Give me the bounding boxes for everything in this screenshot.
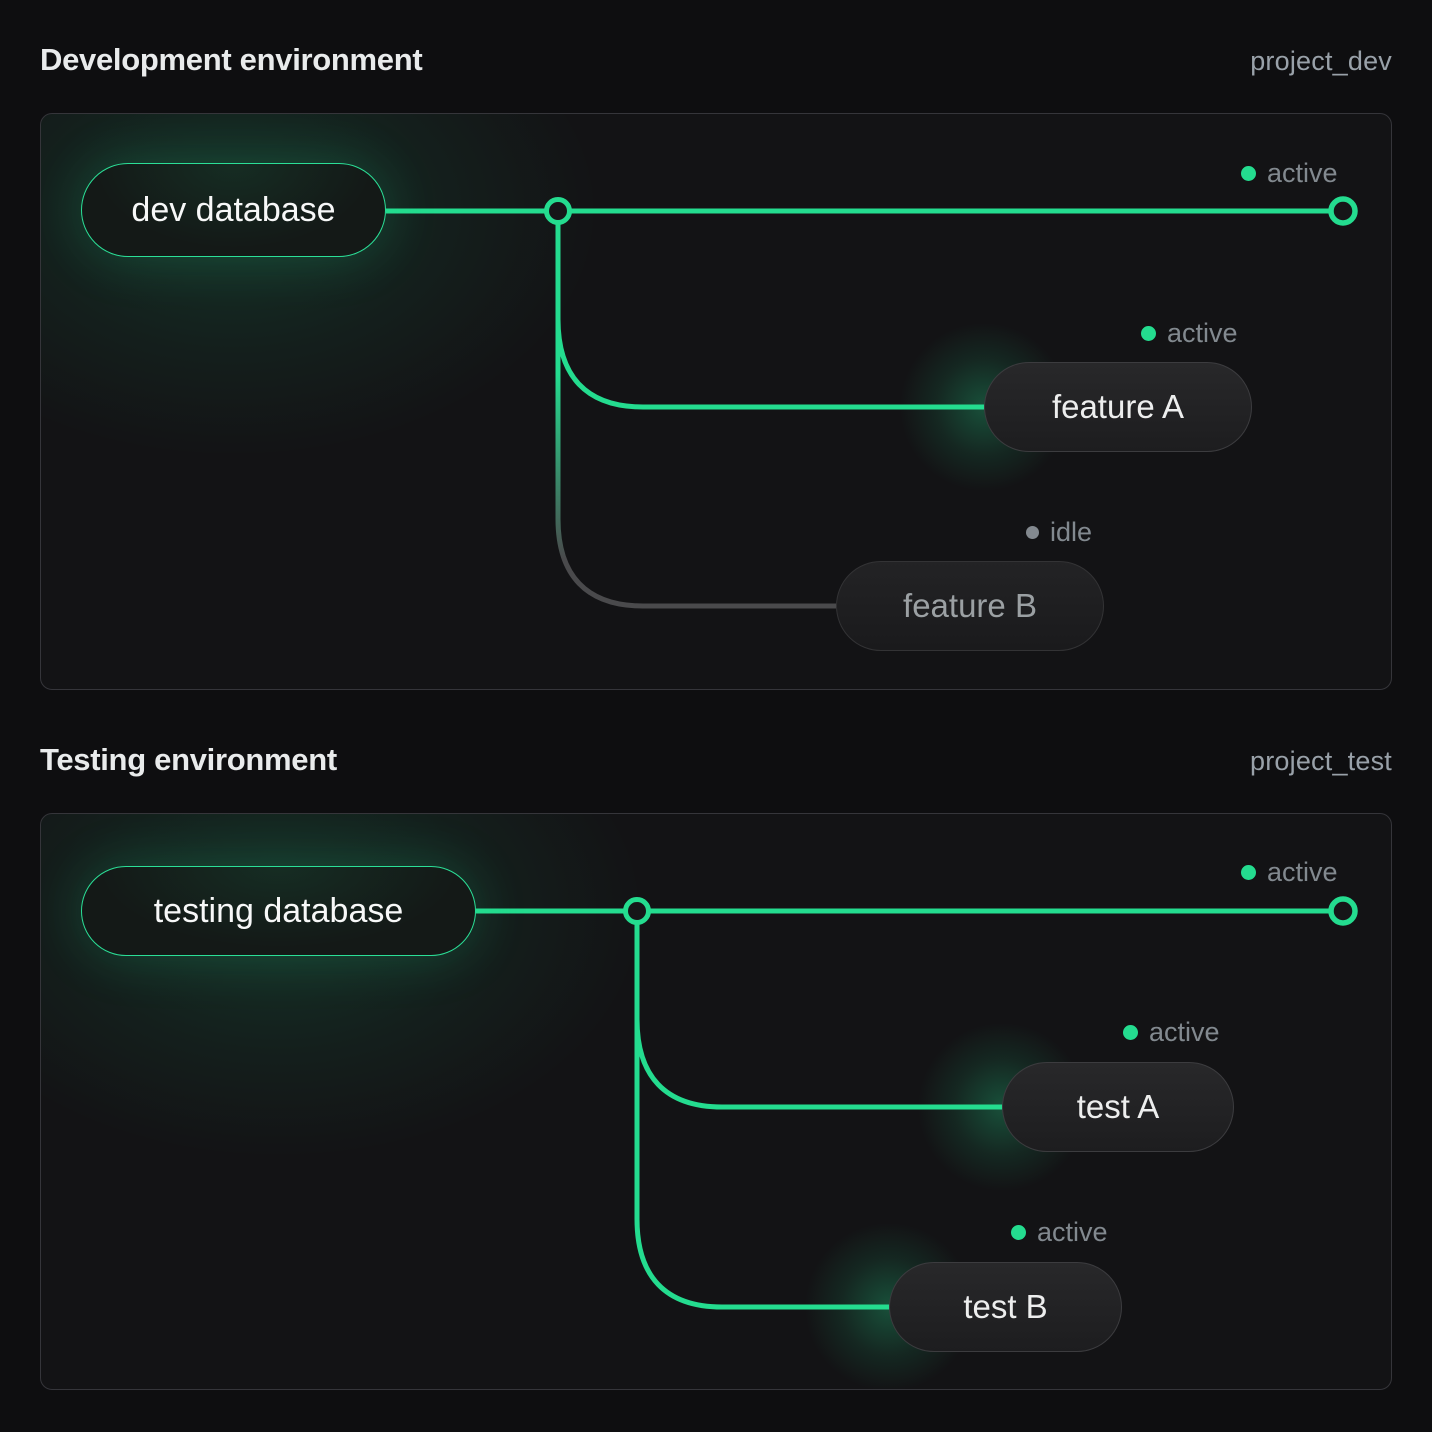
test-env-header: Testing environment project_test — [40, 742, 1392, 778]
branch-line-test-a — [634, 911, 1002, 1110]
branch-node-pill-feature-a[interactable]: feature A — [984, 362, 1252, 452]
dev-env-title: Development environment — [40, 42, 423, 77]
status-label: active — [1267, 157, 1338, 188]
status-label: active — [1037, 1216, 1108, 1247]
test-a-status: active — [1123, 1017, 1220, 1047]
branch-line-feature-b — [555, 211, 836, 609]
dev-branch-lines-svg — [386, 196, 1358, 609]
status-dot-icon — [1011, 1224, 1026, 1240]
status-dot-icon — [1241, 864, 1256, 880]
test-b-status: active — [1011, 1217, 1108, 1247]
test-project-label: project_test — [1250, 746, 1392, 776]
database-node-pill[interactable]: dev database — [81, 163, 386, 257]
status-label: active — [1267, 856, 1338, 887]
branch-node-pill-feature-b[interactable]: feature B — [836, 561, 1104, 651]
database-node-label: dev database — [131, 190, 336, 229]
dev-env-header: Development environment project_dev — [40, 42, 1392, 78]
branch-node-label: test A — [1076, 1088, 1160, 1125]
dev-env-panel: dev database feature A feature B active … — [40, 113, 1392, 690]
branch-line-feature-a — [555, 211, 984, 410]
main-branch-status: active — [1241, 158, 1338, 188]
test-env-panel: testing database test A test B active ac… — [40, 813, 1392, 1390]
main-branch-head-node — [1328, 896, 1358, 926]
branch-node-label: feature A — [1051, 388, 1185, 425]
branch-point-node — [623, 897, 651, 925]
feature-b-status: idle — [1026, 517, 1092, 547]
status-dot-icon — [1026, 525, 1039, 539]
branch-node-label: test B — [963, 1288, 1048, 1325]
status-label: active — [1167, 317, 1238, 348]
feature-a-status: active — [1141, 318, 1238, 348]
branch-node-pill-test-b[interactable]: test B — [889, 1262, 1122, 1352]
status-dot-icon — [1241, 165, 1256, 181]
main-branch-status: active — [1241, 857, 1338, 887]
branch-line-test-b — [634, 911, 889, 1310]
main-branch-head-node — [1328, 196, 1358, 226]
database-node-label: testing database — [153, 891, 404, 930]
dev-project-label: project_dev — [1250, 46, 1392, 76]
status-dot-icon — [1141, 325, 1156, 341]
test-branch-lines-svg — [476, 896, 1358, 1310]
status-label: idle — [1050, 516, 1093, 547]
branch-node-label: feature B — [903, 587, 1037, 624]
database-node-pill[interactable]: testing database — [81, 866, 476, 956]
branch-point-node — [544, 197, 572, 225]
branch-node-pill-test-a[interactable]: test A — [1002, 1062, 1234, 1152]
test-env-title: Testing environment — [40, 742, 337, 777]
status-dot-icon — [1123, 1024, 1138, 1040]
status-label: active — [1149, 1016, 1220, 1047]
